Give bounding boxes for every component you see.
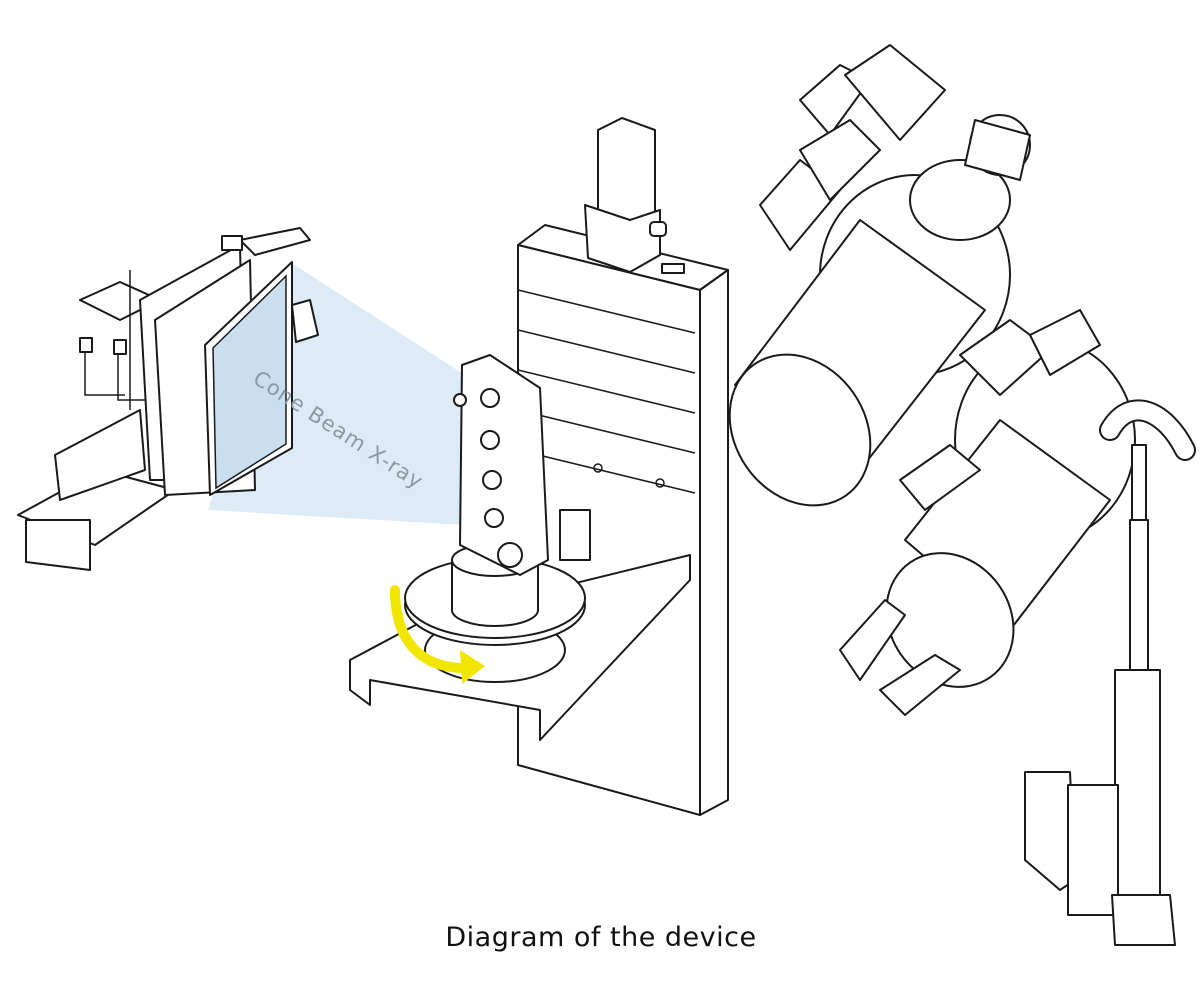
x-ray-source xyxy=(728,44,1196,716)
sample-part xyxy=(453,354,591,576)
detector-assembly xyxy=(17,227,319,571)
rotation-arrow xyxy=(390,585,475,674)
diagram-caption: Diagram of the device xyxy=(445,922,757,953)
linear-actuator xyxy=(1024,444,1176,946)
